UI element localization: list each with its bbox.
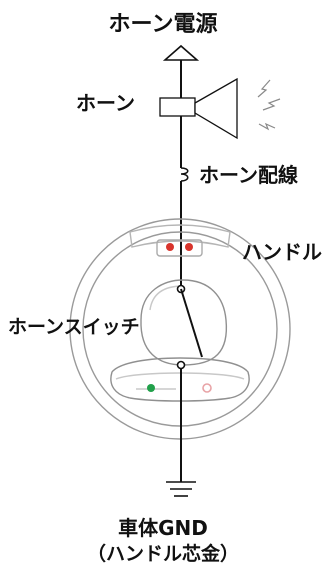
horn-wiring-label: ホーン配線 xyxy=(199,163,298,187)
contact-red-right xyxy=(185,243,193,251)
horn-label: ホーン xyxy=(76,91,135,115)
contact-pink xyxy=(202,383,212,393)
horn-body xyxy=(159,97,196,117)
sound-wave-icon xyxy=(257,79,281,131)
switch-contact-bottom xyxy=(176,360,186,370)
power-terminal-icon xyxy=(162,44,200,61)
ground-label: 車体GND xyxy=(118,516,208,540)
contact-red-left xyxy=(166,243,174,251)
ground-sublabel: （ハンドル芯金） xyxy=(86,543,239,565)
contact-green xyxy=(147,384,155,392)
wire-break-icon xyxy=(180,167,189,182)
ground-icon xyxy=(166,481,196,497)
power-label: ホーン電源 xyxy=(108,12,218,37)
horn-switch-label: ホーンスイッチ xyxy=(8,316,140,338)
switch-lever xyxy=(180,288,203,358)
horn-bell xyxy=(194,77,238,140)
steering-wheel-label: ハンドル xyxy=(242,240,322,264)
